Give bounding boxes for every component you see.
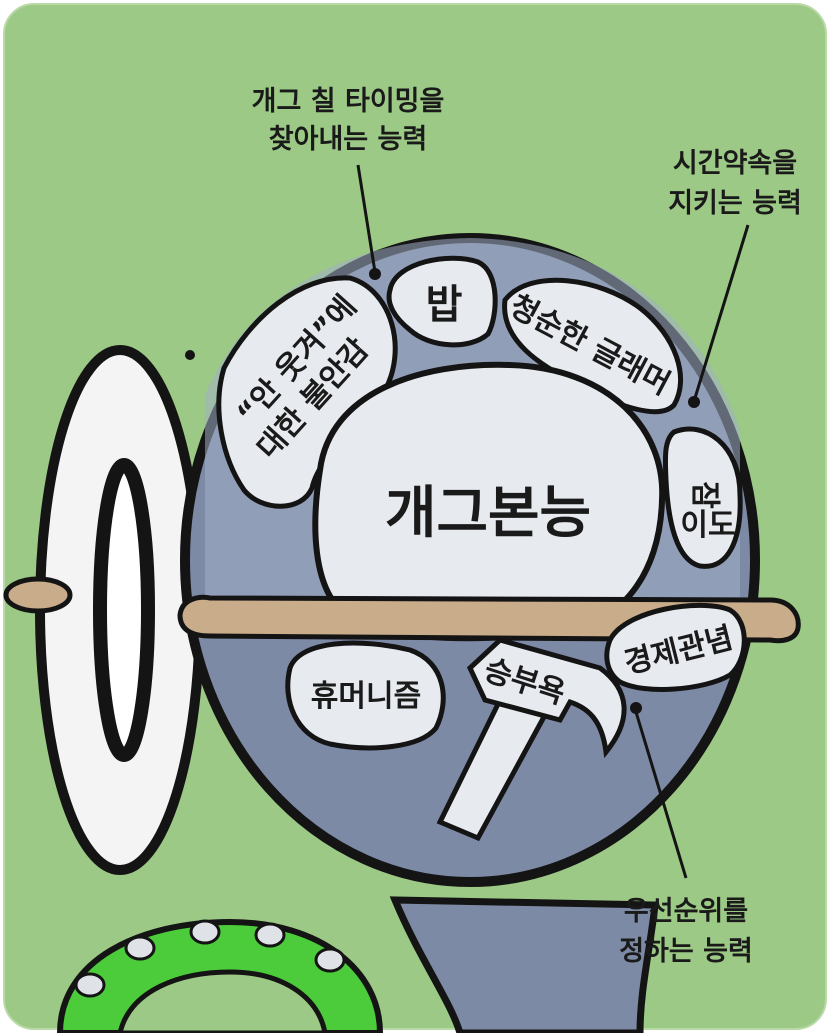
- region-humanism-label: 휴머니즘: [311, 679, 421, 714]
- callout-promise-line2: 지키는 능력: [668, 188, 802, 219]
- leader-line-timing: [356, 164, 377, 273]
- ear-knob: [3, 576, 73, 614]
- leader-line-promise: [693, 224, 750, 399]
- leader-dot-priority: [630, 702, 642, 714]
- region-economy: [604, 602, 747, 692]
- toy-spike: [314, 947, 346, 973]
- callout-priority-line1: 우선순위를: [624, 896, 748, 927]
- toy-spike: [74, 972, 106, 998]
- ear-inner: [93, 458, 155, 762]
- hammer-head: [466, 637, 627, 759]
- neck: [389, 896, 659, 1033]
- leader-line-priority: [634, 711, 688, 879]
- toy-spike: [254, 922, 286, 948]
- region-humanism: [285, 640, 446, 751]
- toy-spike: [124, 935, 156, 961]
- leader-dot-timing: [369, 268, 381, 280]
- toy-spike: [189, 919, 221, 945]
- region-rice: [386, 255, 498, 348]
- callout-timing-line1: 개그 칠 타이밍을: [252, 86, 445, 117]
- callout-timing-line2: 찾아내는 능력: [269, 124, 427, 155]
- callout-promise-line1: 시간약속을: [673, 148, 797, 179]
- region-sleep: [662, 426, 743, 569]
- toy-ring-inner: [117, 969, 328, 1033]
- region-rice-label: 밥: [426, 282, 463, 328]
- callout-priority-line2: 정하는 능력: [619, 936, 753, 967]
- region-core-label: 개그본능: [385, 481, 591, 546]
- region-sleep-label-2: 이도: [680, 508, 735, 543]
- leader-dot-promise: [688, 396, 700, 408]
- region-glamour: [502, 277, 683, 415]
- region-sleep-label: 잠: [687, 481, 722, 509]
- head-dot: [185, 350, 195, 360]
